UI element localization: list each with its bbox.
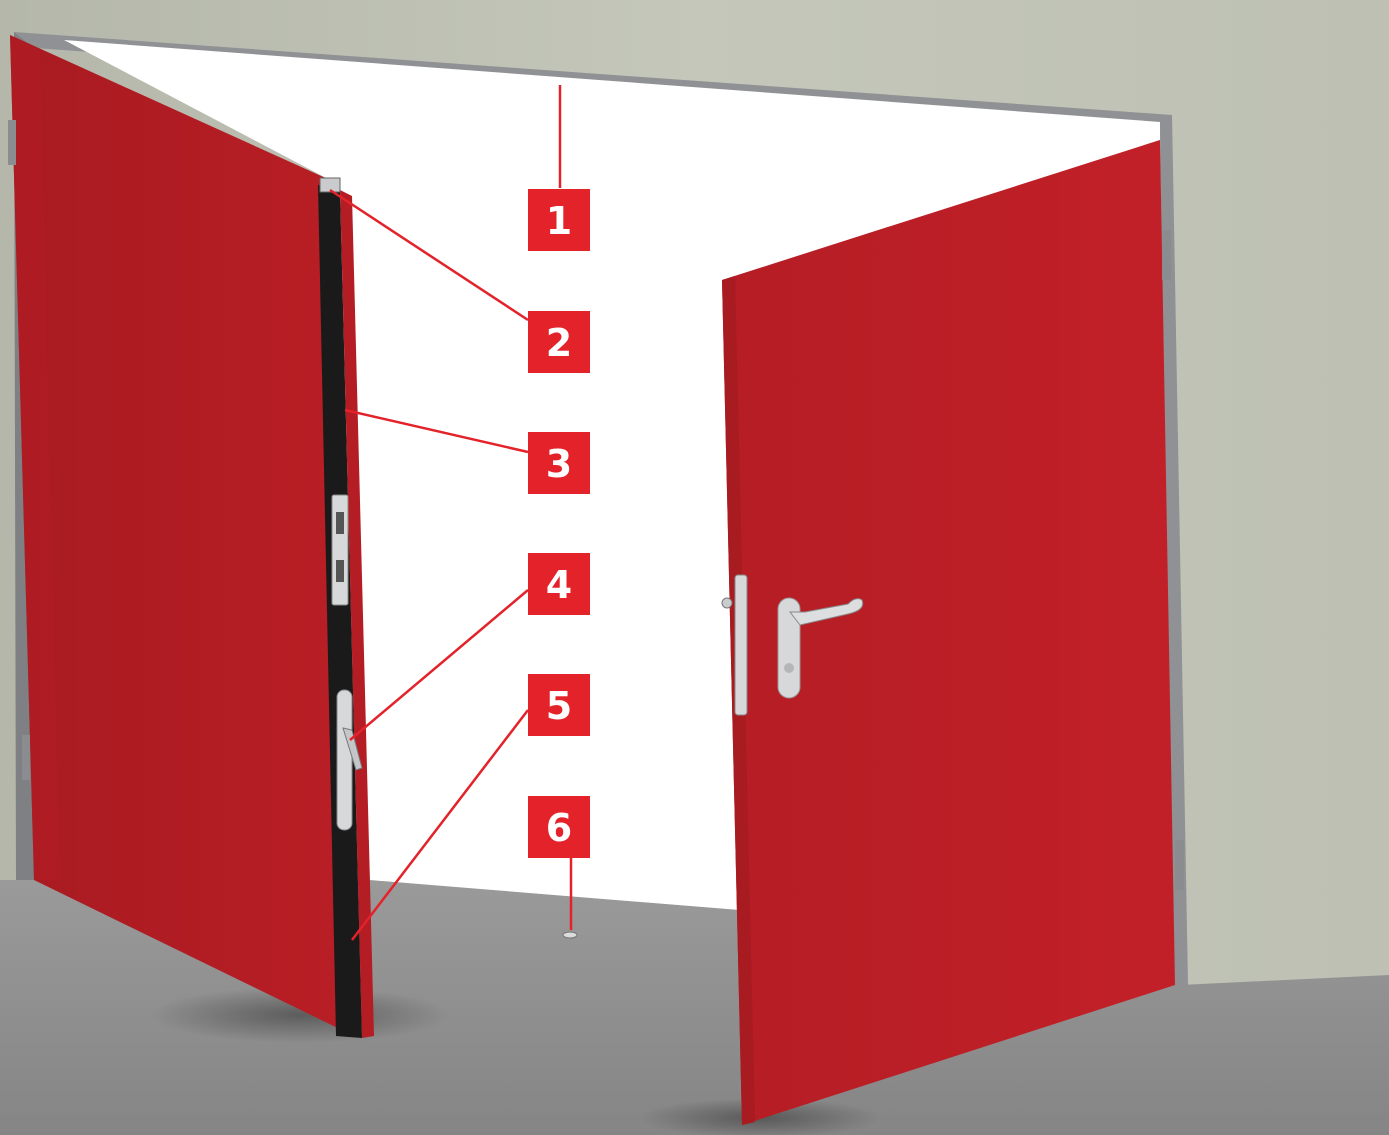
left-door-leaf <box>10 35 352 1035</box>
marker-6: 6 <box>528 796 590 858</box>
striking-plate <box>332 495 348 605</box>
marker-1-label: 1 <box>546 199 572 243</box>
top-bolt <box>320 178 340 192</box>
left-door-bottom-hinge <box>22 735 30 780</box>
marker-6-label: 6 <box>546 806 572 850</box>
marker-3-label: 3 <box>546 442 572 486</box>
floor-bolt-socket <box>563 932 577 938</box>
key-cylinder <box>784 663 794 673</box>
marker-2-label: 2 <box>546 321 572 365</box>
striking-plate-slot-lower <box>336 560 344 582</box>
left-door-top-hinge <box>8 120 16 165</box>
marker-4-label: 4 <box>546 563 572 607</box>
marker-3: 3 <box>528 432 590 494</box>
striking-plate-slot-upper <box>336 512 344 534</box>
marker-1: 1 <box>528 189 590 251</box>
flush-bolt-plate <box>337 690 352 830</box>
marker-5-label: 5 <box>546 684 572 728</box>
marker-5: 5 <box>528 674 590 736</box>
right-door-bottom-hinge <box>1175 840 1184 890</box>
marker-2: 2 <box>528 311 590 373</box>
lock-latch <box>722 598 732 608</box>
lock-faceplate <box>735 575 747 715</box>
right-door-top-hinge <box>1162 230 1171 280</box>
marker-4: 4 <box>528 553 590 615</box>
